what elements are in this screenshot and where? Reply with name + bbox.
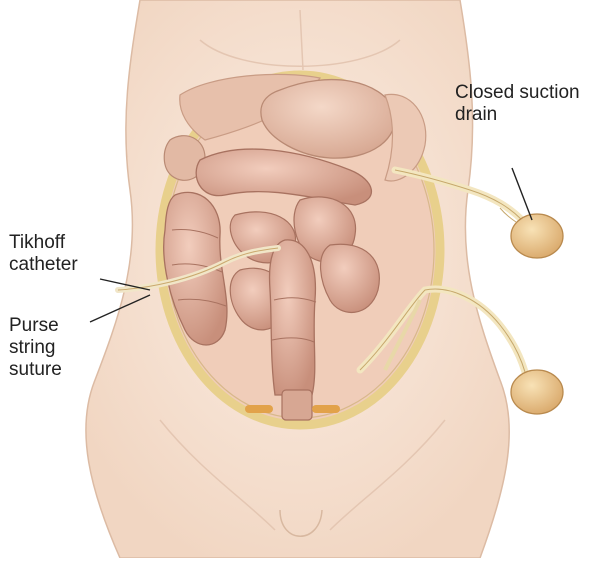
purse-string-suture-label-line1: Purse <box>9 315 62 337</box>
tikhoff-catheter-label-line1: Tikhoff <box>9 232 78 254</box>
rectal-stump <box>282 390 312 420</box>
purse-string-suture-label-line2: string <box>9 337 62 359</box>
lower-drain-bulb <box>511 370 563 414</box>
tikhoff-catheter-label-line2: catheter <box>9 254 78 276</box>
closed-suction-drain-label: Closed suction drain <box>455 82 580 126</box>
closed-suction-drain-label-line1: Closed suction <box>455 82 580 104</box>
pelvic-pack-right <box>312 405 340 413</box>
pelvic-pack-left <box>245 405 273 413</box>
sigmoid-colon <box>270 240 316 395</box>
tikhoff-catheter-label: Tikhoff catheter <box>9 232 78 276</box>
purse-string-suture-label: Purse string suture <box>9 315 62 381</box>
purse-string-suture-label-line3: suture <box>9 359 62 381</box>
closed-suction-drain-label-line2: drain <box>455 104 580 126</box>
upper-drain-bulb <box>511 214 563 258</box>
